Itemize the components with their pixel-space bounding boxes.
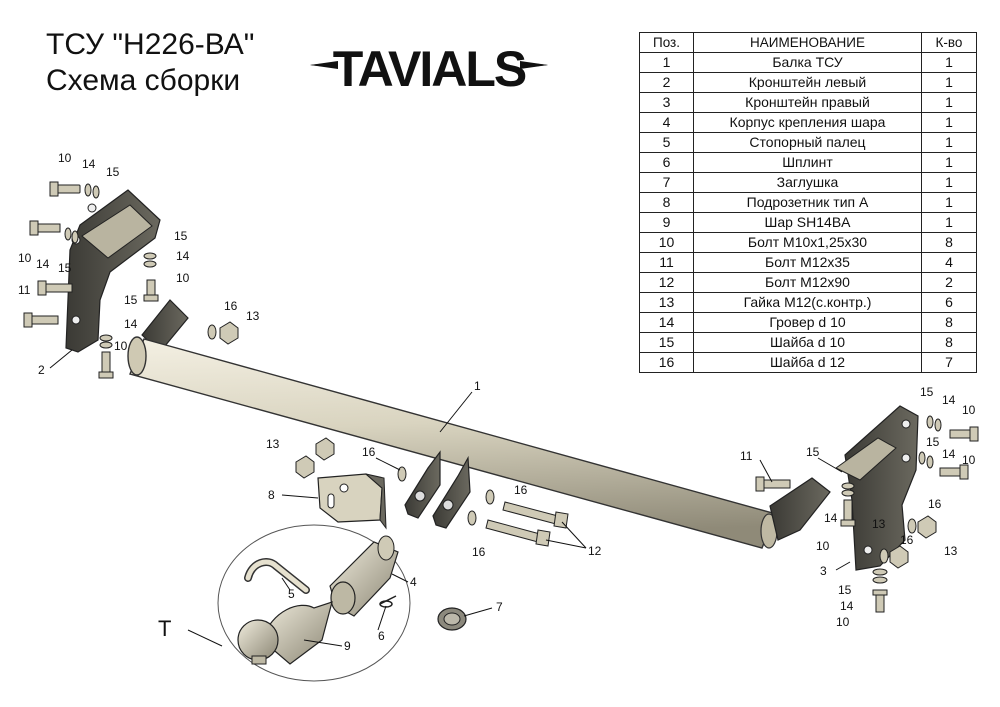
cell-name: Шар SH14BA: [693, 212, 922, 233]
callout-14: 14: [82, 157, 96, 171]
callout-T: T: [158, 616, 171, 641]
diagram-subtitle: Схема сборки: [46, 64, 241, 97]
callout-15: 15: [58, 261, 72, 275]
cell-pos: 12: [639, 272, 694, 293]
fasteners: [23, 181, 979, 613]
callout-10: 10: [18, 251, 32, 265]
callout-16: 16: [224, 299, 238, 313]
cell-name: Заглушка: [693, 172, 922, 193]
leader-lines: [49, 349, 851, 647]
callout-3: 3: [820, 564, 827, 578]
callout-14: 14: [942, 393, 956, 407]
callout-13: 13: [872, 517, 886, 531]
cell-name: Шайба d 10: [693, 332, 922, 353]
cell-name: Болт М12х35: [693, 252, 922, 273]
callout-6: 6: [378, 629, 385, 643]
left-bracket: [65, 189, 161, 353]
callout-16: 16: [900, 533, 914, 547]
callout-10: 10: [176, 271, 190, 285]
callout-15: 15: [926, 435, 940, 449]
plug: [437, 607, 467, 631]
callout-11: 11: [18, 283, 31, 297]
callout-2: 2: [38, 363, 45, 377]
cell-name: Кронштейн правый: [693, 92, 922, 113]
callout-13: 13: [266, 437, 280, 451]
callout-10: 10: [962, 453, 976, 467]
callout-10: 10: [962, 403, 976, 417]
callout-8: 8: [268, 488, 275, 502]
callout-4: 4: [410, 575, 417, 589]
callout-15: 15: [174, 229, 188, 243]
callout-10: 10: [114, 339, 128, 353]
callout-10: 10: [816, 539, 830, 553]
callout-11: 11: [740, 449, 753, 463]
callout-13: 13: [246, 309, 260, 323]
cell-name: Балка ТСУ: [693, 52, 922, 73]
cell-name: Корпус крепления шара: [693, 112, 922, 133]
tavials-logo: TAVIALS: [310, 36, 548, 97]
callout-labels: 1 2 3 4 5 6 7 8 9 10 14 15 10 14 15 15 1…: [18, 151, 976, 653]
callout-16: 16: [362, 445, 376, 459]
callout-13: 13: [944, 544, 958, 558]
callout-10: 10: [58, 151, 72, 165]
callout-14: 14: [942, 447, 956, 461]
callout-15: 15: [838, 583, 852, 597]
diagram-title: ТСУ "Н226-ВА": [46, 28, 255, 61]
callout-14: 14: [176, 249, 190, 263]
callout-16: 16: [472, 545, 486, 559]
callout-14: 14: [36, 257, 50, 271]
beam: [127, 299, 831, 549]
cell-name: Подрозетник тип А: [693, 192, 922, 213]
callout-15: 15: [920, 385, 934, 399]
callout-15: 15: [106, 165, 120, 179]
callout-12: 12: [588, 544, 602, 558]
cell-name: Шайба d 12: [693, 352, 922, 373]
col-header-qty: К-во: [921, 32, 977, 53]
ball-hitch-group: [217, 524, 411, 682]
callout-15: 15: [806, 445, 820, 459]
logo-text: TAVIALS: [333, 41, 526, 97]
callout-14: 14: [124, 317, 138, 331]
callout-9: 9: [344, 639, 351, 653]
callout-1: 1: [474, 379, 481, 393]
callout-15: 15: [124, 293, 138, 307]
callout-10: 10: [836, 615, 850, 629]
socket-plate: [317, 473, 387, 530]
cell-pos: 16: [639, 352, 694, 373]
callout-16: 16: [928, 497, 942, 511]
callout-14: 14: [824, 511, 838, 525]
callout-5: 5: [288, 587, 295, 601]
table-header-row: Поз. НАИМЕНОВАНИЕ К-во: [639, 32, 977, 53]
cell-qty: 7: [921, 352, 977, 373]
callout-7: 7: [496, 600, 503, 614]
callout-16: 16: [514, 483, 528, 497]
callout-14: 14: [840, 599, 854, 613]
right-bracket: [835, 405, 919, 571]
